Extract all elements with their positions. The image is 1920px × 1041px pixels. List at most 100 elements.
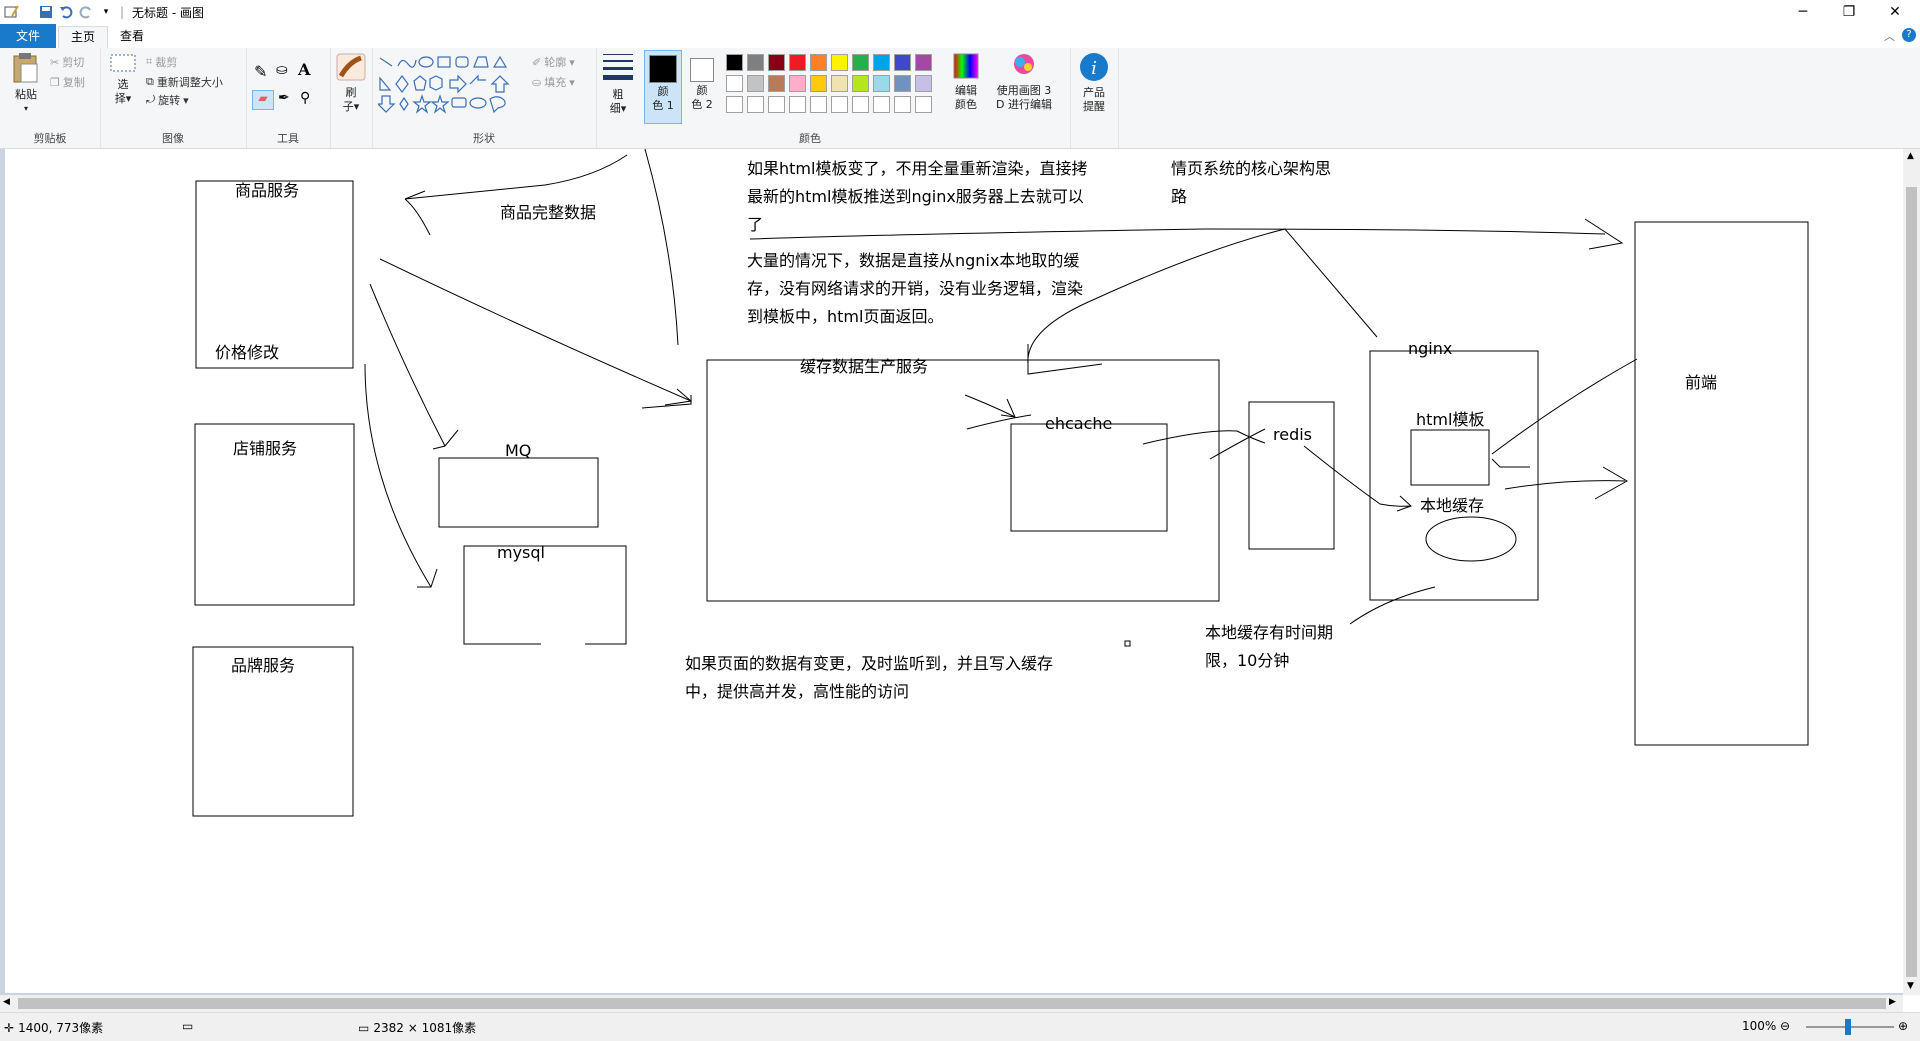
scroll-left-icon[interactable]: ◀ [3,997,10,1007]
color-picker-icon[interactable]: ✒ [278,90,290,106]
clipboard-group-label: 剪贴板 [33,132,67,145]
brushes-button[interactable]: 刷 子▾ [334,52,368,114]
paint-app-icon[interactable] [4,4,20,20]
palette-swatch[interactable] [726,75,743,92]
canvas-area: 商品服务 价格修改 店铺服务 品牌服务 商品完整数据 MQ mysql 缓存数据… [0,149,1920,995]
palette-swatch[interactable] [873,75,890,92]
palette-swatch[interactable] [789,54,806,71]
palette-swatch[interactable] [915,75,932,92]
palette-swatch[interactable] [747,54,764,71]
rotate-button[interactable]: ⤾旋转▾ [146,93,189,107]
palette-swatch[interactable] [894,54,911,71]
palette-swatch[interactable] [831,75,848,92]
paint3d-button[interactable]: 使用画图 3 D 进行编辑 [992,52,1056,112]
zoom-out-button[interactable]: ⊖ [1780,1019,1791,1033]
palette-swatch[interactable] [726,96,743,113]
undo-icon[interactable] [58,4,74,20]
collapse-ribbon-icon[interactable]: ︿ [1884,30,1895,43]
brushes-group: 刷 子▾ [330,48,373,148]
zoom-in-button[interactable]: ⊕ [1898,1019,1909,1033]
pencil-icon[interactable]: ✎ [254,62,268,81]
redis-label: redis [1273,425,1313,444]
ribbon: 粘贴 ▾ ✂剪切 ❐复制 剪贴板 选 择▾ ⌗裁剪 ⧉重新调整大小 ⤾旋转▾ 图… [0,48,1920,149]
resize-button[interactable]: ⧉重新调整大小 [146,74,223,90]
palette-swatch[interactable] [768,96,785,113]
magnifier-icon[interactable]: ⚲ [300,90,311,106]
select-button[interactable]: 选 择▾ [108,52,138,106]
outline-button[interactable]: ✐轮廓▾ [532,55,575,70]
palette-swatch[interactable] [852,75,869,92]
palette-swatch[interactable] [852,96,869,113]
palette-swatch[interactable] [873,54,890,71]
tab-view[interactable]: 查看 [119,29,144,43]
vertical-scrollbar[interactable]: ▲ ▼ [1903,149,1920,995]
clipboard-group: 粘贴 ▾ ✂剪切 ❐复制 剪贴板 [0,48,101,148]
rotate-label: 旋转 [158,94,181,107]
color2-label-2: 色 2 [691,98,713,111]
copy-button[interactable]: ❐复制 [50,74,85,90]
scroll-up-icon[interactable]: ▲ [1907,151,1914,161]
restore-button[interactable]: ❐ [1842,4,1856,20]
crop-button[interactable]: ⌗裁剪 [146,54,177,70]
color2-button[interactable]: 颜 色 2 [684,50,720,112]
palette-swatch[interactable] [789,96,806,113]
palette-swatch[interactable] [915,54,932,71]
template-note: 如果html模板变了，不用全量重新渲染，直接拷 最新的html模板推送到ngin… [747,159,1088,234]
color1-button[interactable]: 颜 色 1 [644,50,682,124]
arrow-redis-local [1303,445,1412,507]
arrow-to-ehcache [964,394,1016,418]
paint3d-label-2: D 进行编辑 [996,98,1052,111]
save-icon[interactable] [38,4,54,20]
palette-swatch[interactable] [831,54,848,71]
help-icon[interactable]: ? [1902,28,1916,42]
tab-home[interactable]: 主页 [58,26,108,49]
horizontal-scrollbar[interactable]: ◀ ▶ [0,995,1903,1012]
palette-swatch[interactable] [747,96,764,113]
size-button[interactable]: 粗 细▾ [600,52,636,116]
palette-swatch[interactable] [747,75,764,92]
scroll-down-icon[interactable]: ▼ [1907,981,1914,991]
palette-swatch[interactable] [873,96,890,113]
zoom-slider-thumb[interactable] [1845,1019,1851,1035]
horizontal-scroll-thumb[interactable] [18,998,1886,1009]
palette-swatch[interactable] [726,54,743,71]
palette-swatch[interactable] [810,54,827,71]
palette-swatch[interactable] [915,96,932,113]
selection-icon: ▭ [182,1019,194,1033]
palette-swatch[interactable] [789,75,806,92]
fill-button[interactable]: ⛀填充▾ [532,75,575,90]
palette-swatch[interactable] [852,54,869,71]
palette-swatch[interactable] [810,96,827,113]
copy-icon: ❐ [50,75,60,89]
rotate-icon: ⤾ [146,93,156,106]
palette-swatch[interactable] [768,54,785,71]
tab-file[interactable]: 文件 [0,24,56,48]
text-tool-icon[interactable]: A [298,60,311,79]
arrow-to-mysql [364,363,432,588]
palette-swatch[interactable] [894,96,911,113]
palette-swatch[interactable] [831,96,848,113]
fill-bucket-icon[interactable]: ⛀ [276,62,288,78]
eraser-icon[interactable]: ▰ [252,90,274,110]
customize-toolbar-icon[interactable]: ▾ [103,7,109,17]
pointer-ttl [1349,586,1436,625]
palette-swatch[interactable] [894,75,911,92]
edit-colors-button[interactable]: 编辑 颜色 [946,52,986,112]
close-button[interactable]: ✕ [1889,4,1901,20]
redo-icon[interactable] [78,4,94,20]
shapes-gallery[interactable] [378,54,526,114]
minimize-button[interactable]: ─ [1798,4,1808,20]
cut-button[interactable]: ✂剪切 [50,54,84,70]
vertical-scroll-thumb[interactable] [1906,187,1917,977]
scroll-right-icon[interactable]: ▶ [1889,997,1896,1007]
goods-service-box [195,180,354,369]
product-tips-button[interactable]: i 产品 提醒 [1074,52,1114,114]
small-square [1124,640,1131,647]
palette-swatch[interactable] [768,75,785,92]
brushes-label-2: 子 [342,100,354,113]
drawing-canvas[interactable]: 商品服务 价格修改 店铺服务 品牌服务 商品完整数据 MQ mysql 缓存数据… [5,149,1906,993]
ribbon-tabs: 文件 主页 查看 ︿ ? [0,24,1920,49]
paste-button[interactable]: 粘贴 ▾ [8,52,44,116]
palette-swatch[interactable] [810,75,827,92]
shop-service-label: 店铺服务 [233,439,298,458]
